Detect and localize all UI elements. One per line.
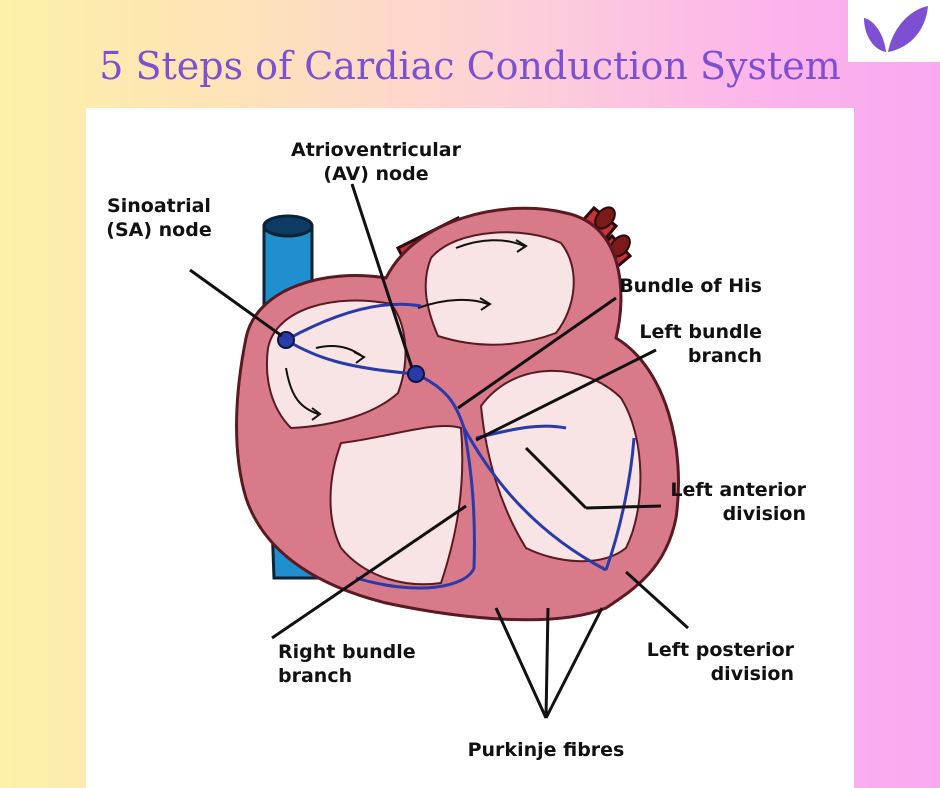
label-sa-node: Sinoatrial (SA) node	[106, 195, 212, 241]
av-node-marker	[407, 365, 425, 383]
label-right-bundle: Right bundle branch	[278, 641, 416, 687]
flow-arrows	[285, 239, 528, 421]
label-left-posterior: Left posterior division	[646, 639, 794, 685]
label-bundle-his: Bundle of His	[619, 275, 762, 297]
right-ventricle	[329, 424, 464, 586]
brand-logo	[848, 0, 940, 62]
label-av-node: Atrioventricular (AV) node	[291, 139, 461, 185]
label-purkinje: Purkinje fibres	[467, 739, 625, 761]
heart-illustration	[189, 183, 690, 719]
label-left-anterior: Left anterior division	[670, 479, 806, 525]
left-atrium	[424, 231, 575, 346]
page-title: 5 Steps of Cardiac Conduction System	[99, 44, 841, 88]
brand-logo-icon	[864, 6, 928, 52]
diagram-panel: Atrioventricular (AV) node Sinoatrial (S…	[86, 108, 854, 788]
label-left-bundle: Left bundle branch	[639, 321, 762, 367]
conduction-pathway	[285, 302, 636, 590]
leader-lines	[189, 183, 690, 719]
